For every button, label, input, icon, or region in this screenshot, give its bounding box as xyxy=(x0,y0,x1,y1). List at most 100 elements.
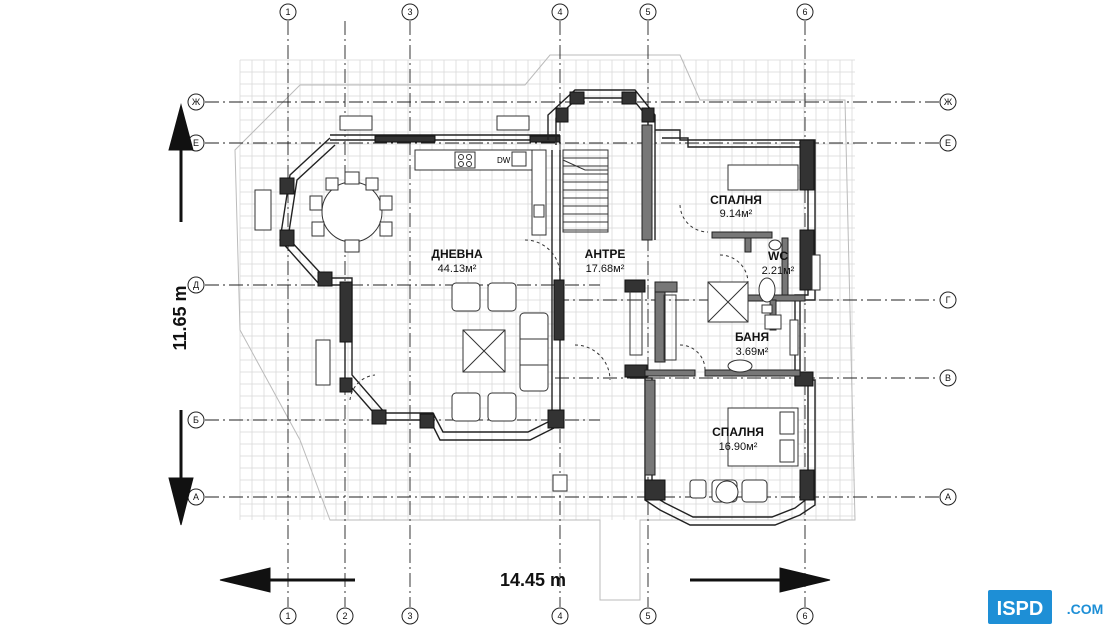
axis-label: 1 xyxy=(285,7,290,17)
room-area-bedroom-small: 9.14м² xyxy=(720,208,753,220)
axis-label: Д xyxy=(193,280,199,290)
axis-label: 2 xyxy=(342,611,347,621)
axis-bubble xyxy=(401,607,419,625)
room-area-bath: 3.69м² xyxy=(736,346,769,358)
fridge-icon xyxy=(533,204,545,218)
room-area-living: 44.13м² xyxy=(438,263,477,275)
axis-label: В xyxy=(945,373,951,383)
room-name-hall: АНТРЕ xyxy=(585,247,626,261)
dimension-depth: 11.65 m xyxy=(168,103,194,526)
bathroom-fixtures xyxy=(707,239,782,373)
room-name-bath: БАНЯ xyxy=(735,330,769,344)
armchair-icon xyxy=(487,392,517,422)
building-walls xyxy=(279,89,816,526)
axis-label: 5 xyxy=(645,7,650,17)
dimension-width: 14.45 m xyxy=(219,567,831,593)
axis-bubble xyxy=(639,607,657,625)
width-dimension: 14.45 m xyxy=(500,570,566,590)
door-swings xyxy=(349,204,749,401)
wall-segment xyxy=(799,469,815,501)
arrow-left-icon xyxy=(219,567,271,593)
axis-label: Г xyxy=(946,295,951,305)
axis-label: А xyxy=(193,492,199,502)
room-labels: ДНЕВНА 44.13м² АНТРЕ 17.68м² СПАЛНЯ 9.14… xyxy=(431,193,794,453)
axis-label: Ж xyxy=(192,97,201,107)
chair-icon xyxy=(325,177,339,191)
wall-column xyxy=(641,107,655,123)
wall-column xyxy=(621,91,637,105)
room-name-living: ДНЕВНА xyxy=(431,247,483,261)
sofa-icon xyxy=(519,312,549,392)
axis-bubble xyxy=(187,411,205,429)
wall-column xyxy=(644,479,666,501)
outdoor-light-icon xyxy=(552,474,568,492)
chair-icon xyxy=(344,239,360,253)
axis-Д: Д xyxy=(187,276,600,294)
armchair-icon xyxy=(741,479,768,503)
windows xyxy=(254,115,821,492)
wall-column xyxy=(371,409,387,425)
depth-dimension: 11.65 m xyxy=(170,285,190,350)
wall-segment xyxy=(644,379,656,476)
axis-label: Е xyxy=(945,138,951,148)
axis-1: 11 xyxy=(279,3,297,625)
axis-bubble xyxy=(796,3,814,21)
axis-label: 5 xyxy=(645,611,650,621)
wall-segment xyxy=(799,139,815,191)
stove-icon xyxy=(454,151,476,169)
axis-label: 6 xyxy=(802,7,807,17)
axis-label: 3 xyxy=(407,7,412,17)
wall-segment xyxy=(374,135,436,143)
wall-segment xyxy=(744,237,752,253)
axis-label: Б xyxy=(193,415,199,425)
wall-segment xyxy=(704,369,801,377)
dishwasher-label: DW xyxy=(497,156,511,165)
wall-segment xyxy=(339,281,353,343)
axis-bubble xyxy=(401,3,419,21)
axis-В: В xyxy=(555,369,957,387)
axis-bubble xyxy=(279,3,297,21)
wall-segment xyxy=(641,124,653,241)
wall-column xyxy=(555,107,569,123)
room-name-wc: WC xyxy=(768,249,788,263)
wall-column xyxy=(569,91,585,105)
wall-column xyxy=(624,279,646,293)
axis-label: 3 xyxy=(407,611,412,621)
axis-label: Е xyxy=(193,138,199,148)
armchair-icon xyxy=(451,392,481,422)
axis-label: 1 xyxy=(285,611,290,621)
ispd-logo: ISPD .COM xyxy=(988,590,1103,624)
wall-column xyxy=(419,413,435,429)
axis-bubble xyxy=(187,276,205,294)
axis-bubble xyxy=(187,93,205,111)
arrow-up-icon xyxy=(168,103,194,151)
axis-bubble xyxy=(939,134,957,152)
wall-segment xyxy=(644,369,696,377)
chair-icon xyxy=(344,171,360,185)
dining-table xyxy=(309,171,393,253)
armchair-icon xyxy=(487,282,517,312)
axis-label: А xyxy=(945,492,951,502)
closet xyxy=(663,294,677,361)
wall-segment xyxy=(654,281,678,293)
chair-icon xyxy=(365,177,379,191)
chair-icon xyxy=(311,221,325,237)
living-furniture xyxy=(451,282,549,422)
terrace-outline xyxy=(234,54,856,601)
axis-bubble xyxy=(939,369,957,387)
axis-bubble xyxy=(336,607,354,625)
axis-label: 4 xyxy=(557,7,562,17)
axis-bubble xyxy=(279,607,297,625)
bed-icon xyxy=(727,164,799,191)
wall-segment xyxy=(654,291,666,363)
axis-bubble xyxy=(551,607,569,625)
axis-bubble xyxy=(939,291,957,309)
wall-column xyxy=(624,364,648,378)
arrow-down-icon xyxy=(168,477,194,526)
axis-bubble xyxy=(796,607,814,625)
logo-box xyxy=(988,590,1052,624)
axis-3: 33 xyxy=(401,3,419,625)
